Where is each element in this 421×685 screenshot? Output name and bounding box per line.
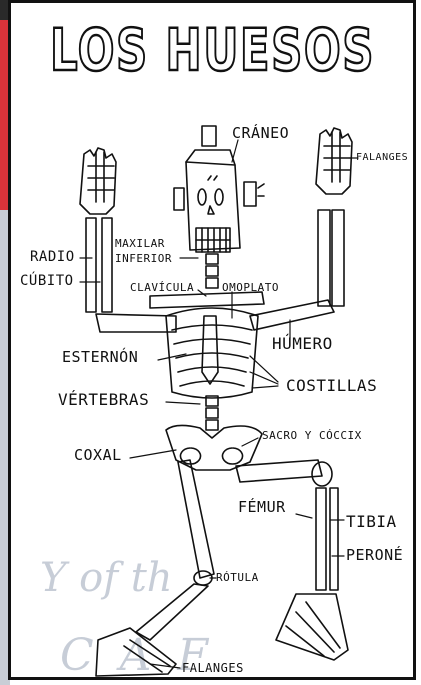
eye-left	[198, 189, 206, 205]
left-femur	[178, 460, 214, 578]
sternum	[202, 316, 218, 384]
label-falanges-pie: FALANGES	[182, 662, 244, 674]
label-inferior: INFERIOR	[115, 253, 172, 264]
label-radio: RADIO	[30, 250, 75, 264]
label-clavicula: CLAVÍCULA	[130, 282, 194, 293]
right-fibula	[330, 488, 338, 590]
left-tibia	[136, 584, 208, 640]
left-patella	[194, 571, 212, 585]
left-hand	[80, 148, 116, 214]
label-rotula: RÓTULA	[216, 572, 259, 583]
right-hand	[316, 128, 352, 194]
right-radius	[318, 210, 330, 306]
pelvis	[166, 425, 262, 470]
eye-right	[215, 189, 223, 205]
label-maxilar: MAXILAR	[115, 238, 165, 249]
right-ulna	[332, 210, 344, 306]
right-tibia	[316, 488, 326, 590]
label-omoplato: OMOPLATO	[222, 282, 279, 293]
spine	[206, 396, 218, 430]
clavicle	[150, 292, 264, 308]
left-radius	[86, 218, 96, 312]
skull-top	[202, 126, 216, 146]
label-cubito: CÚBITO	[20, 274, 74, 288]
label-humero: HÚMERO	[272, 336, 333, 352]
label-perone: PERONÉ	[346, 548, 403, 563]
label-esternon: ESTERNÓN	[62, 350, 138, 365]
skull	[186, 162, 240, 250]
left-foot	[96, 628, 176, 676]
label-tibia: TIBIA	[346, 514, 397, 530]
label-costillas: COSTILLAS	[286, 378, 377, 394]
left-humerus	[96, 314, 176, 332]
label-falanges-mano: FALANGES	[356, 153, 408, 163]
left-ulna	[102, 218, 112, 312]
label-vertebras: VÉRTEBRAS	[58, 392, 149, 408]
label-coxal: COXAL	[74, 448, 122, 463]
label-femur: FÉMUR	[238, 500, 286, 515]
label-sacro-coccix: SACRO Y CÓCCIX	[262, 430, 362, 441]
label-craneo: CRÁNEO	[232, 126, 289, 141]
